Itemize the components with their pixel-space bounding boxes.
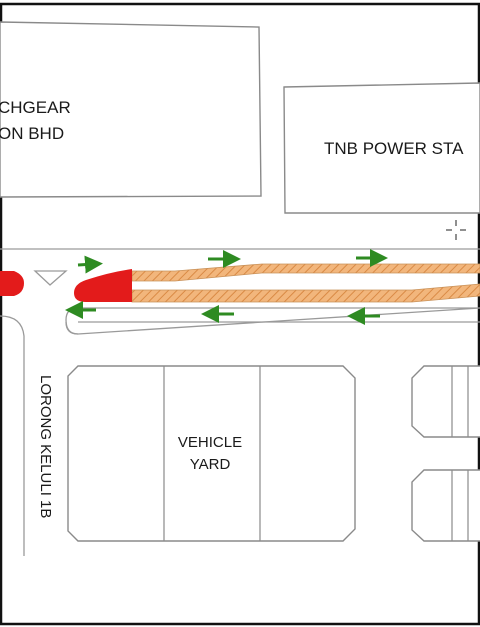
street-label-lorong-keluli-1b: LORONG KELULI 1B	[37, 375, 54, 518]
building-tnb-power-station	[283, 82, 480, 214]
triangle-island-icon	[33, 270, 68, 286]
side-road-left-edge	[0, 315, 25, 556]
road-edge-bottom	[65, 307, 480, 335]
red-nose-left	[0, 271, 24, 296]
building-tnb-label: TNB POWER STA	[324, 139, 464, 158]
side-road-curb	[65, 321, 79, 335]
red-nose-center	[74, 269, 132, 302]
building-switchgear-label-line2: ON BHD	[0, 124, 64, 143]
building-switchgear	[0, 21, 262, 198]
vehicle-yard	[67, 365, 356, 542]
crosshair-cursor-icon	[446, 220, 466, 240]
vehicle-yard-label-line1: VEHICLE	[178, 434, 242, 451]
parking-block-upper-right	[411, 365, 480, 438]
hatched-lane-upper	[131, 263, 480, 282]
vehicle-yard-label-line2: YARD	[190, 456, 231, 473]
traffic-direction-arrow-icon	[77, 255, 103, 274]
hatched-lane-lower	[131, 283, 480, 303]
building-switchgear-label-line1: CHGEAR	[0, 98, 71, 117]
parking-block-lower-right	[411, 469, 480, 542]
